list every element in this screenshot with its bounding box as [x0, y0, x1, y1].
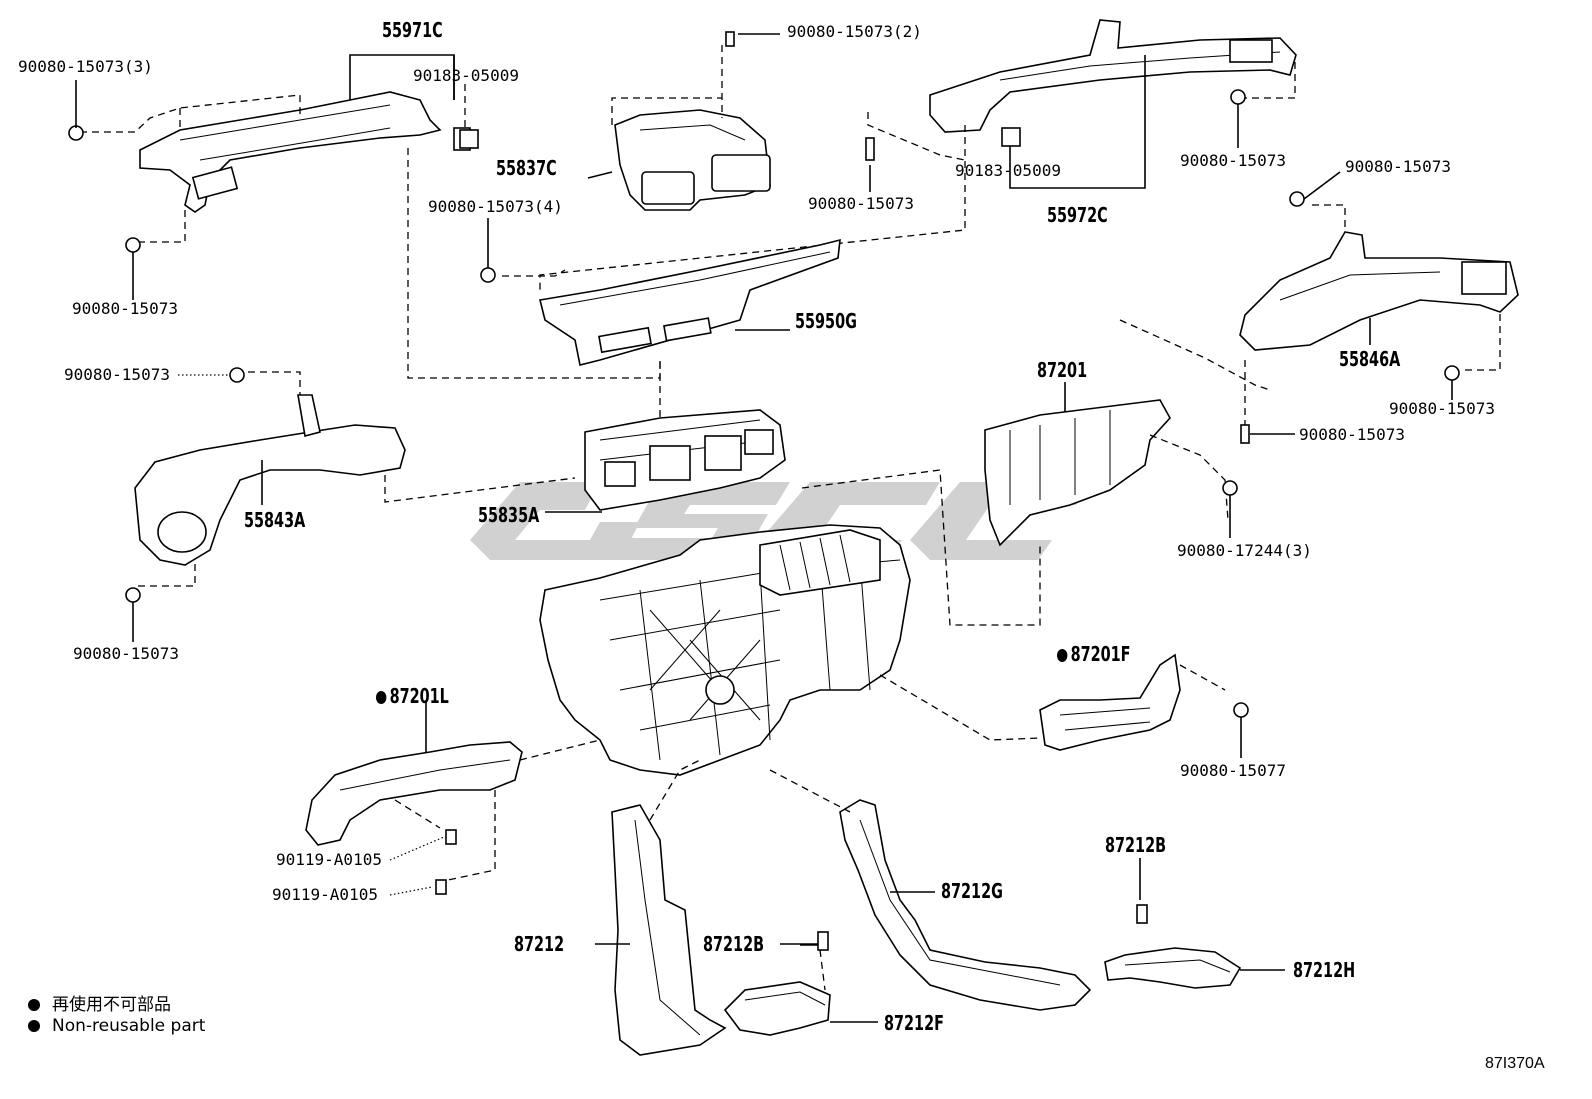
- label-90080-15073-center: 90080-15073: [808, 194, 914, 213]
- label-90080-15073-2: 90080-15073(2): [787, 22, 922, 41]
- label-90080-15073-4: 90080-15073(4): [428, 197, 563, 216]
- label-87212B-right: 87212B: [1105, 833, 1167, 857]
- duct-55972C: [539, 19, 1297, 290]
- duct-55971C: [139, 91, 471, 213]
- label-87201L-text: 87201L: [389, 684, 449, 708]
- label-leaders: [75, 33, 1453, 945]
- non-reusable-dot-icon: [376, 691, 387, 704]
- label-55837C: 55837C: [496, 156, 557, 180]
- legend-item-en: Non-reusable part: [28, 1016, 205, 1036]
- label-90080-15073-farright: 90080-15073: [1345, 157, 1451, 176]
- label-90183-05009-right: 90183-05009: [955, 161, 1061, 180]
- duct-55835A: [545, 362, 786, 513]
- label-87201F: 87201F: [1057, 643, 1131, 665]
- label-90080-15073-3: 90080-15073(3): [18, 57, 153, 76]
- duct-55843A: [134, 371, 576, 587]
- label-90080-15077: 90080-15077: [1180, 761, 1286, 780]
- label-90080-15073-bolt: 90080-15073: [1299, 425, 1405, 444]
- label-90080-15073-55846A: 90080-15073: [1389, 399, 1495, 418]
- label-90183-05009-left: 90183-05009: [413, 66, 519, 85]
- legend-text-jp: 再使用不可部品: [52, 995, 171, 1015]
- duct-55971C-leaders: [80, 54, 661, 379]
- label-87212: 87212: [514, 932, 565, 956]
- legend-item-jp: 再使用不可部品: [28, 990, 171, 1015]
- hvac-unit-assembly: [539, 524, 911, 776]
- label-90080-15073-topright: 90080-15073: [1180, 151, 1286, 170]
- label-90080-17244-3: 90080-17244(3): [1177, 541, 1312, 560]
- fasteners: [68, 31, 1460, 951]
- label-90080-15073-bottomleft: 90080-15073: [73, 644, 179, 663]
- label-87212F: 87212F: [884, 1011, 944, 1035]
- label-87201L: 87201L: [376, 685, 449, 707]
- legend-dot-icon: [28, 999, 40, 1011]
- duct-87212F: [723, 944, 878, 1036]
- label-90080-15073-55843A: 90080-15073: [64, 365, 170, 384]
- label-90119-A0105-lower: 90119-A0105: [272, 885, 378, 904]
- diagram-code: 87I370A: [1485, 1055, 1545, 1072]
- legend-dot-icon: [28, 1020, 40, 1032]
- duct-87212H: [1104, 858, 1285, 989]
- label-87212B-left: 87212B: [703, 932, 765, 956]
- duct-87201F: [879, 653, 1226, 751]
- label-87212H: 87212H: [1293, 958, 1356, 982]
- unit-87201: [801, 382, 1229, 626]
- non-reusable-dot-icon: [1057, 649, 1068, 662]
- duct-87212G: [769, 769, 1092, 1011]
- label-90119-A0105-upper: 90119-A0105: [276, 850, 382, 869]
- label-87212G: 87212G: [941, 879, 1003, 903]
- label-55843A: 55843A: [244, 508, 306, 532]
- label-87201F-text: 87201F: [1070, 642, 1131, 666]
- label-55950G: 55950G: [795, 309, 857, 333]
- duct-55846A: [1119, 204, 1519, 430]
- duct-55837C: [611, 45, 771, 211]
- label-55971C: 55971C: [382, 18, 443, 42]
- duct-87201L: [305, 702, 601, 881]
- duct-87212: [595, 759, 727, 1056]
- label-90080-15073-left: 90080-15073: [72, 299, 178, 318]
- label-55846A: 55846A: [1339, 347, 1401, 371]
- label-55972C: 55972C: [1047, 203, 1108, 227]
- label-87201: 87201: [1037, 358, 1088, 382]
- duct-55950G: [502, 238, 841, 366]
- label-55835A: 55835A: [478, 503, 540, 527]
- legend-text-en: Non-reusable part: [52, 1016, 206, 1036]
